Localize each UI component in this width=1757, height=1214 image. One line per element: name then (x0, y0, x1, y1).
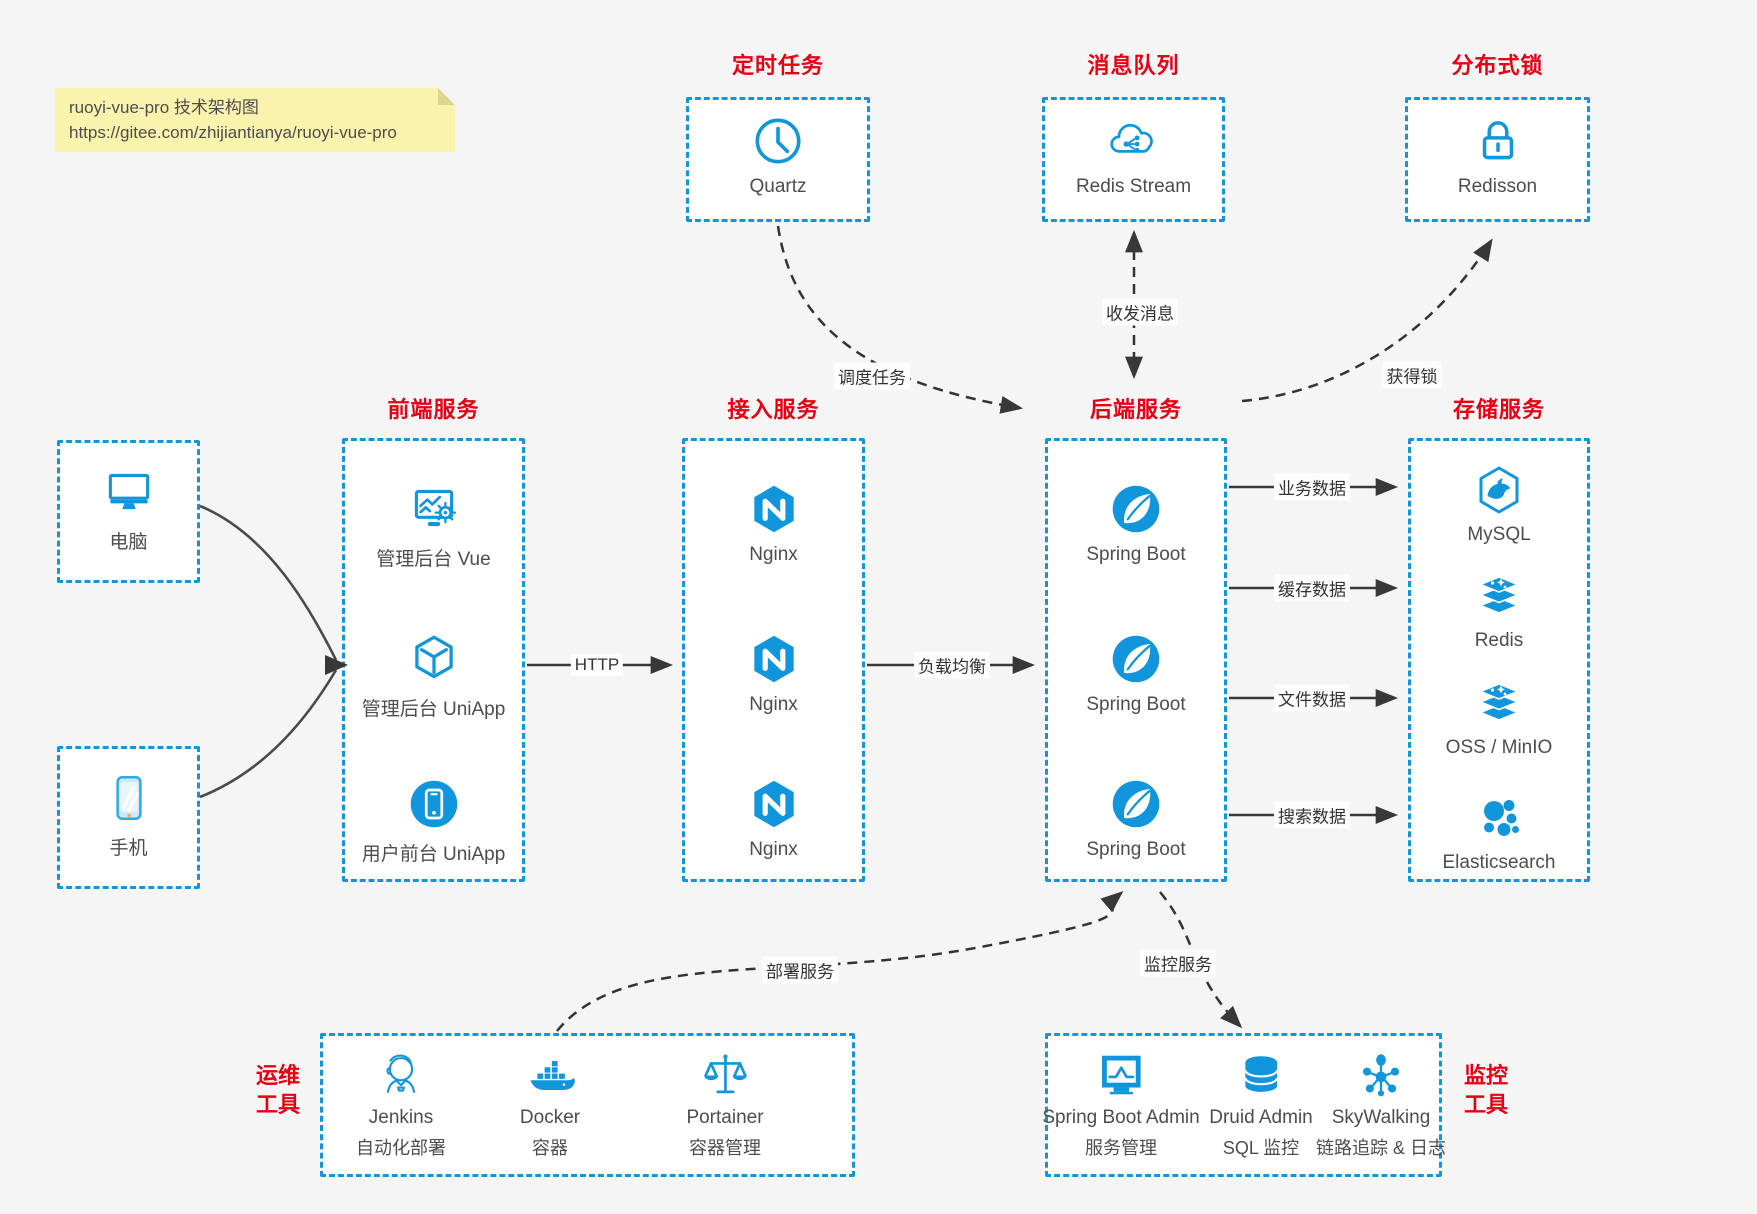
monitoring-item-desc: 链路追踪 & 日志 (1315, 1138, 1447, 1158)
ops-item-desc: 自动化部署 (356, 1138, 446, 1158)
storage-item-label: MySQL (1467, 524, 1531, 545)
group-title-monitoring: 监控 工具 (1463, 1063, 1508, 1117)
monitor-pulse-icon (1101, 1055, 1141, 1095)
ops-item-name: Portainer (686, 1107, 764, 1128)
group-title-mq: 消息队列 (1087, 53, 1180, 78)
storage-item-label: Redis (1474, 630, 1524, 651)
edge-label-acquire-lock: 获得锁 (1382, 361, 1442, 389)
elasticsearch-icon (1484, 800, 1519, 836)
group-title-timer: 定时任务 (731, 53, 824, 78)
pc-label: 电脑 (109, 532, 148, 553)
cloud-stream-icon (1109, 123, 1153, 153)
frontend-item-label: 用户前台 UniApp (361, 844, 506, 865)
note-fold-corner (438, 88, 455, 105)
gateway-item-label: Nginx (749, 544, 798, 565)
edge-mobile-to-frontend (199, 669, 338, 799)
frontend-item-label: 管理后台 UniApp (361, 699, 506, 720)
monitoring-item-name: Druid Admin (1209, 1107, 1313, 1128)
ops-item-name: Docker (519, 1107, 581, 1128)
mobile-label: 手机 (109, 838, 148, 859)
edge-label-search-data: 搜索数据 (1274, 801, 1350, 829)
lock-panel: Redisson (1405, 97, 1590, 222)
lock-icon (1482, 121, 1513, 160)
frontend-panel: 管理后台 Vue 管理后台 UniApp 用户前台 UniApp (342, 438, 525, 882)
mq-panel: Redis Stream (1042, 97, 1225, 222)
frontend-item-label: 管理后台 Vue (376, 549, 491, 570)
user-app-icon (410, 780, 457, 828)
sticky-note: ruoyi-vue-pro 技术架构图 https://gitee.com/zh… (55, 88, 455, 152)
jenkins-icon (386, 1054, 416, 1093)
spring-icon (1112, 485, 1160, 533)
pc-panel: 电脑 (57, 440, 200, 583)
timer-panel: Quartz (686, 97, 870, 222)
ops-item-desc: 容器 (532, 1138, 568, 1158)
storage-item-label: Elasticsearch (1442, 852, 1556, 873)
edge-label-schedule: 调度任务 (834, 362, 910, 390)
topology-icon (1362, 1054, 1400, 1097)
mobile-panel: 手机 (57, 746, 200, 889)
edge-label-business-data: 业务数据 (1274, 473, 1350, 501)
edge-label-file-data: 文件数据 (1274, 684, 1350, 712)
storage-panel: MySQL Redis (1408, 438, 1590, 882)
edge-label-load-balance: 负载均衡 (914, 651, 990, 679)
ops-item-desc: 容器管理 (688, 1138, 761, 1158)
group-title-gateway: 接入服务 (727, 397, 820, 422)
admin-vue-icon (414, 489, 456, 527)
desktop-icon (108, 473, 149, 510)
backend-item-label: Spring Boot (1086, 839, 1186, 860)
edge-pc-to-frontend (199, 504, 338, 661)
storage-item-label: OSS / MinIO (1445, 737, 1553, 758)
ops-item-name: Jenkins (368, 1107, 434, 1128)
gateway-item-label: Nginx (749, 839, 798, 860)
mobile-icon (115, 776, 142, 820)
ops-panel: Jenkins 自动化部署 Docker 容器 (320, 1033, 855, 1177)
group-title-lock: 分布式锁 (1451, 53, 1544, 78)
mq-item-label: Redis Stream (1075, 176, 1192, 197)
clock-icon (755, 118, 801, 164)
nginx-icon (753, 780, 794, 828)
spring-icon (1112, 635, 1160, 683)
docker-icon (530, 1061, 575, 1090)
note-title: ruoyi-vue-pro 技术架构图 (69, 98, 259, 117)
backend-item-label: Spring Boot (1086, 544, 1186, 565)
gateway-item-label: Nginx (749, 694, 798, 715)
lock-item-label: Redisson (1457, 176, 1538, 197)
spring-icon (1112, 780, 1160, 828)
nginx-icon (753, 635, 794, 683)
edge-label-monitor: 监控服务 (1140, 949, 1216, 977)
group-title-storage: 存储服务 (1452, 397, 1545, 422)
monitoring-panel: Spring Boot Admin 服务管理 Druid Admin SQL 监… (1042, 1033, 1446, 1177)
database-icon (1244, 1056, 1278, 1092)
cube-icon (414, 635, 453, 679)
monitoring-item-desc: 服务管理 (1085, 1138, 1157, 1158)
monitoring-item-desc: SQL 监控 (1222, 1138, 1300, 1158)
edge-acquire-lock (1241, 238, 1493, 403)
group-title-frontend: 前端服务 (387, 397, 480, 422)
group-title-backend: 后端服务 (1089, 397, 1182, 422)
nginx-icon (753, 485, 794, 533)
scales-icon (703, 1054, 747, 1094)
timer-item-label: Quartz (749, 176, 807, 197)
storage-stack-icon (1479, 683, 1519, 721)
redis-stack-icon (1479, 576, 1519, 614)
backend-panel: Spring Boot Spring Boot Spring Boot (1045, 438, 1227, 882)
edge-label-http: HTTP (570, 654, 624, 676)
note-url: https://gitee.com/zhijiantianya/ruoyi-vu… (69, 122, 397, 142)
group-title-ops: 运维 工具 (255, 1063, 300, 1117)
edge-label-deploy: 部署服务 (762, 956, 838, 984)
mysql-icon (1479, 466, 1519, 514)
edge-deploy (556, 890, 1124, 1032)
gateway-panel: Nginx Nginx Nginx (682, 438, 865, 882)
edge-label-cache-data: 缓存数据 (1274, 574, 1350, 602)
backend-item-label: Spring Boot (1086, 694, 1186, 715)
monitoring-item-name: Spring Boot Admin (1042, 1107, 1200, 1128)
monitoring-item-name: SkyWalking (1331, 1107, 1431, 1128)
edge-label-message: 收发消息 (1102, 298, 1178, 326)
